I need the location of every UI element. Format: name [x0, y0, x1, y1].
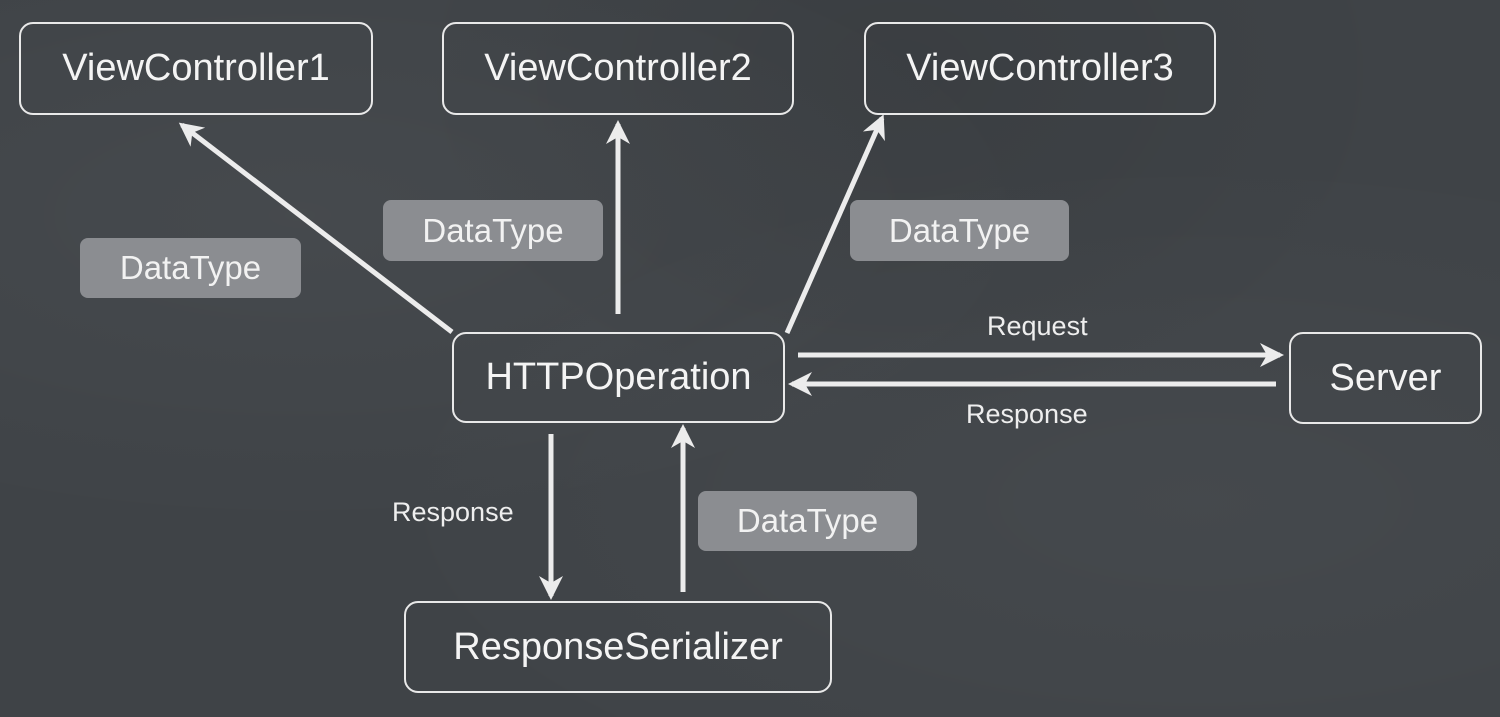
node-responseserializer: ResponseSerializer [404, 601, 832, 693]
node-httpoperation: HTTPOperation [452, 332, 785, 423]
arrow-http-to-vc3 [784, 114, 885, 335]
node-viewcontroller3: ViewController3 [864, 22, 1216, 115]
node-viewcontroller2: ViewController2 [442, 22, 794, 115]
arrow-http-to-vc1 [178, 122, 454, 334]
datatype-chip-vc3: DataType [850, 200, 1069, 261]
datatype-chip-serializer: DataType [698, 491, 917, 551]
node-server: Server [1289, 332, 1482, 424]
node-viewcontroller1: ViewController1 [19, 22, 373, 115]
edge-label-response-server: Response [966, 399, 1088, 429]
datatype-chip-vc2: DataType [383, 200, 603, 261]
edge-label-request: Request [987, 311, 1088, 341]
edge-label-response-serializer: Response [392, 497, 514, 527]
datatype-chip-vc1: DataType [80, 238, 301, 298]
